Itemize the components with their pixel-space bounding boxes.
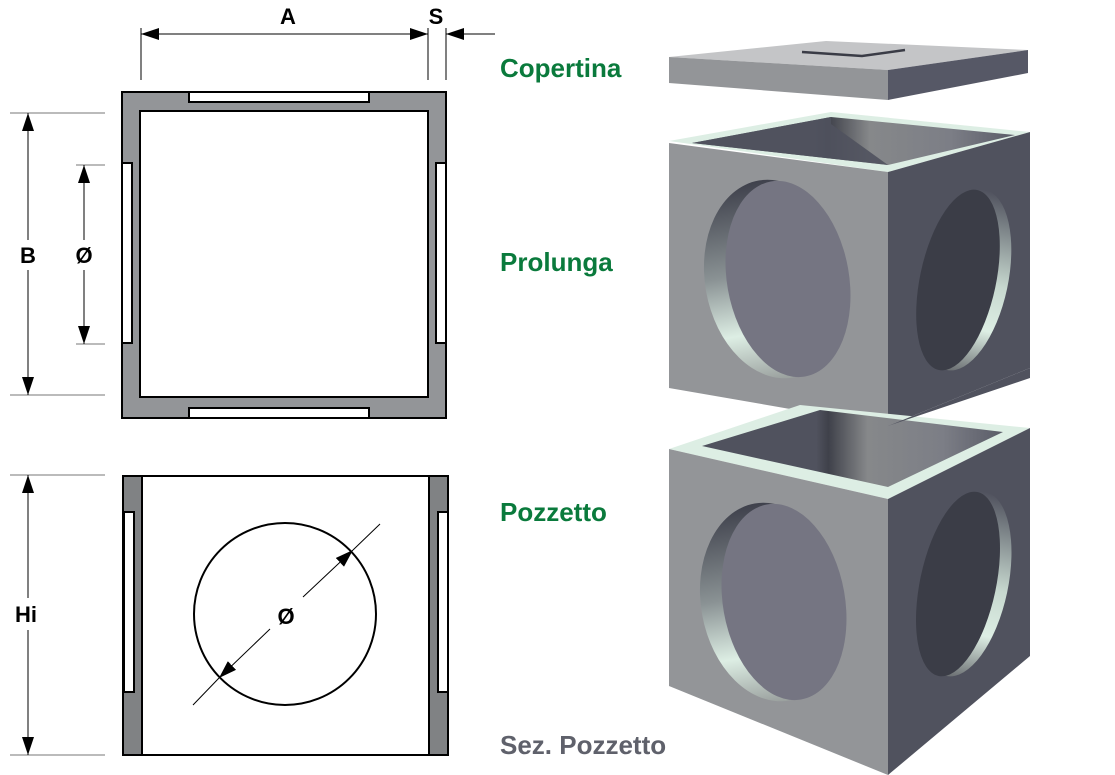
dimension-diameter-label: Ø — [75, 243, 92, 268]
section-diameter-line-upper — [302, 549, 354, 598]
well-inner-wall — [702, 410, 1003, 487]
plan-inner-space — [139, 110, 429, 398]
section-view: Hi Ø — [10, 474, 449, 756]
dimension-s-label: S — [429, 4, 444, 29]
plan-opening-top — [188, 91, 370, 103]
plan-opening-left — [121, 162, 133, 344]
section-opening-left — [123, 511, 135, 693]
dimension-hi-label: Hi — [15, 602, 37, 627]
cover-handle-slot — [801, 48, 906, 58]
section-diameter-leader-top — [352, 523, 381, 551]
section-opening-right — [437, 511, 449, 693]
section-diameter-label: Ø — [277, 604, 294, 629]
extension-front-hole — [725, 180, 851, 378]
dimension-a-label: A — [280, 4, 296, 29]
plan-view: A S B Ø — [10, 4, 495, 419]
well-front-hole — [721, 503, 847, 701]
section-diameter-line-lower — [218, 628, 271, 679]
section-diameter-leader-bottom — [192, 677, 220, 706]
cover-3d — [669, 41, 1028, 100]
pipe-opening-circle — [193, 522, 377, 706]
extension-inner-left-wall — [692, 117, 888, 165]
cover-side-face — [888, 50, 1028, 100]
well-3d — [669, 368, 1030, 775]
label-copertina: Copertina — [500, 53, 622, 83]
label-sez-pozzetto: Sez. Pozzetto — [500, 730, 666, 760]
cover-front-face — [669, 57, 888, 100]
plan-opening-right — [435, 162, 447, 344]
extension-3d — [669, 112, 1030, 426]
extension-side-hole — [916, 189, 1000, 371]
dimension-b-label: B — [20, 243, 36, 268]
well-side-hole — [916, 491, 1000, 677]
label-pozzetto: Pozzetto — [500, 497, 607, 527]
plan-opening-bottom — [188, 407, 370, 419]
label-prolunga: Prolunga — [500, 247, 613, 277]
